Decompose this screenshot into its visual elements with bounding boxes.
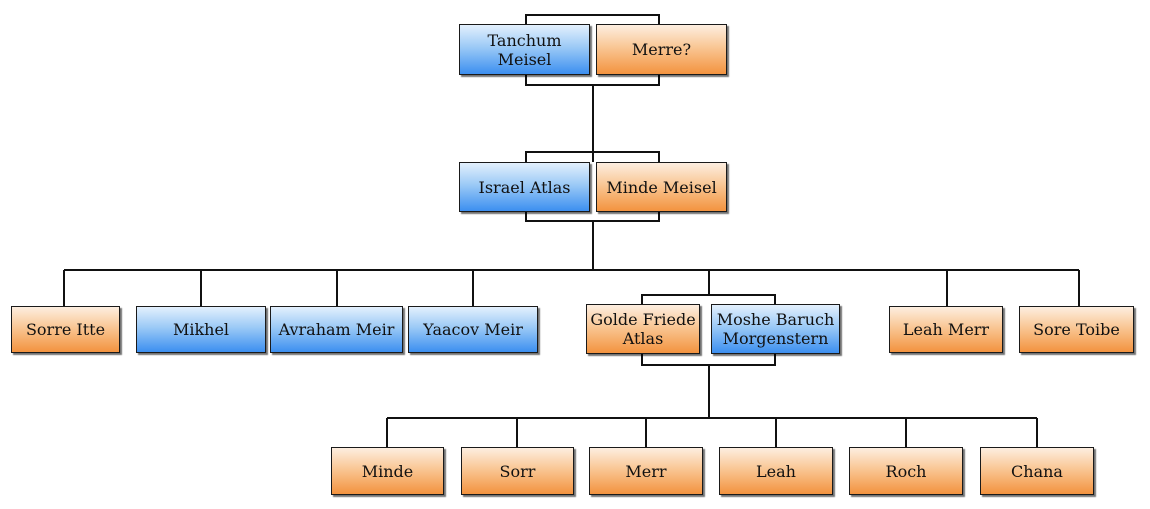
person-name: Sorre Itte [25, 320, 106, 339]
person-name: Merre? [631, 40, 692, 59]
person-name: Mikhel [172, 320, 230, 339]
person-sorre-itte: Sorre Itte [11, 306, 120, 353]
person-golde-friede-atlas: Golde Friede Atlas [586, 304, 700, 354]
person-roch: Roch [849, 447, 963, 495]
person-name: Leah Merr [902, 320, 990, 339]
person-sore-toibe: Sore Toibe [1019, 306, 1134, 353]
person-mikhel: Mikhel [136, 306, 266, 353]
person-name: Leah [756, 461, 796, 481]
person-minde: Minde [331, 447, 444, 495]
person-name: Sorr [499, 461, 536, 481]
person-merre: Merre? [596, 24, 727, 75]
person-minde-meisel: Minde Meisel [596, 162, 727, 212]
person-name: Israel Atlas [478, 177, 571, 197]
person-name: Sore Toibe [1033, 320, 1120, 339]
person-name: Minde [361, 461, 414, 481]
person-name: Moshe Baruch Morgenstern [716, 310, 835, 348]
person-leah-merr: Leah Merr [889, 306, 1003, 353]
person-name: Minde Meisel [606, 177, 717, 197]
person-name: Yaacov Meir [423, 320, 523, 339]
person-sorr: Sorr [461, 447, 574, 495]
person-name: Chana [1011, 461, 1063, 481]
person-name: Tanchum Meisel [487, 30, 562, 69]
person-moshe-baruch-morgenstern: Moshe Baruch Morgenstern [711, 304, 840, 354]
person-avraham-meir: Avraham Meir [270, 306, 403, 353]
person-name: Golde Friede Atlas [590, 310, 696, 348]
person-leah: Leah [719, 447, 833, 495]
person-israel-atlas: Israel Atlas [459, 162, 590, 212]
person-name: Merr [625, 461, 667, 481]
person-merr: Merr [589, 447, 703, 495]
person-chana: Chana [980, 447, 1094, 495]
person-name: Roch [885, 461, 927, 481]
person-yaacov-meir: Yaacov Meir [408, 306, 538, 353]
person-name: Avraham Meir [278, 320, 395, 339]
person-tanchum-meisel: Tanchum Meisel [459, 24, 590, 75]
